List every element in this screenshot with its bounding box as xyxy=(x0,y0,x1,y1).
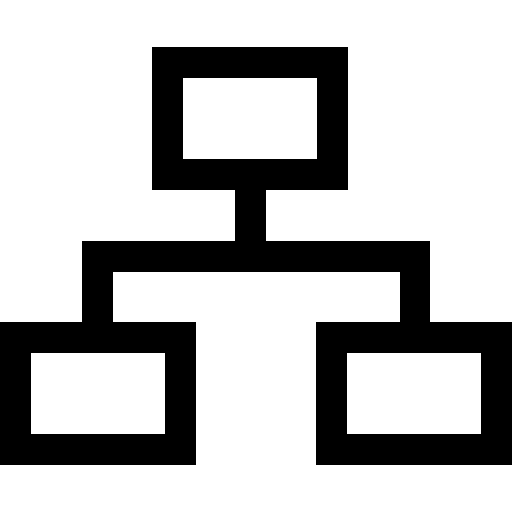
bottom-left-node xyxy=(0,322,196,465)
top-node xyxy=(152,47,348,190)
connector-stem xyxy=(235,190,266,241)
bottom-right-node xyxy=(316,322,512,465)
connector-bar xyxy=(82,241,430,322)
